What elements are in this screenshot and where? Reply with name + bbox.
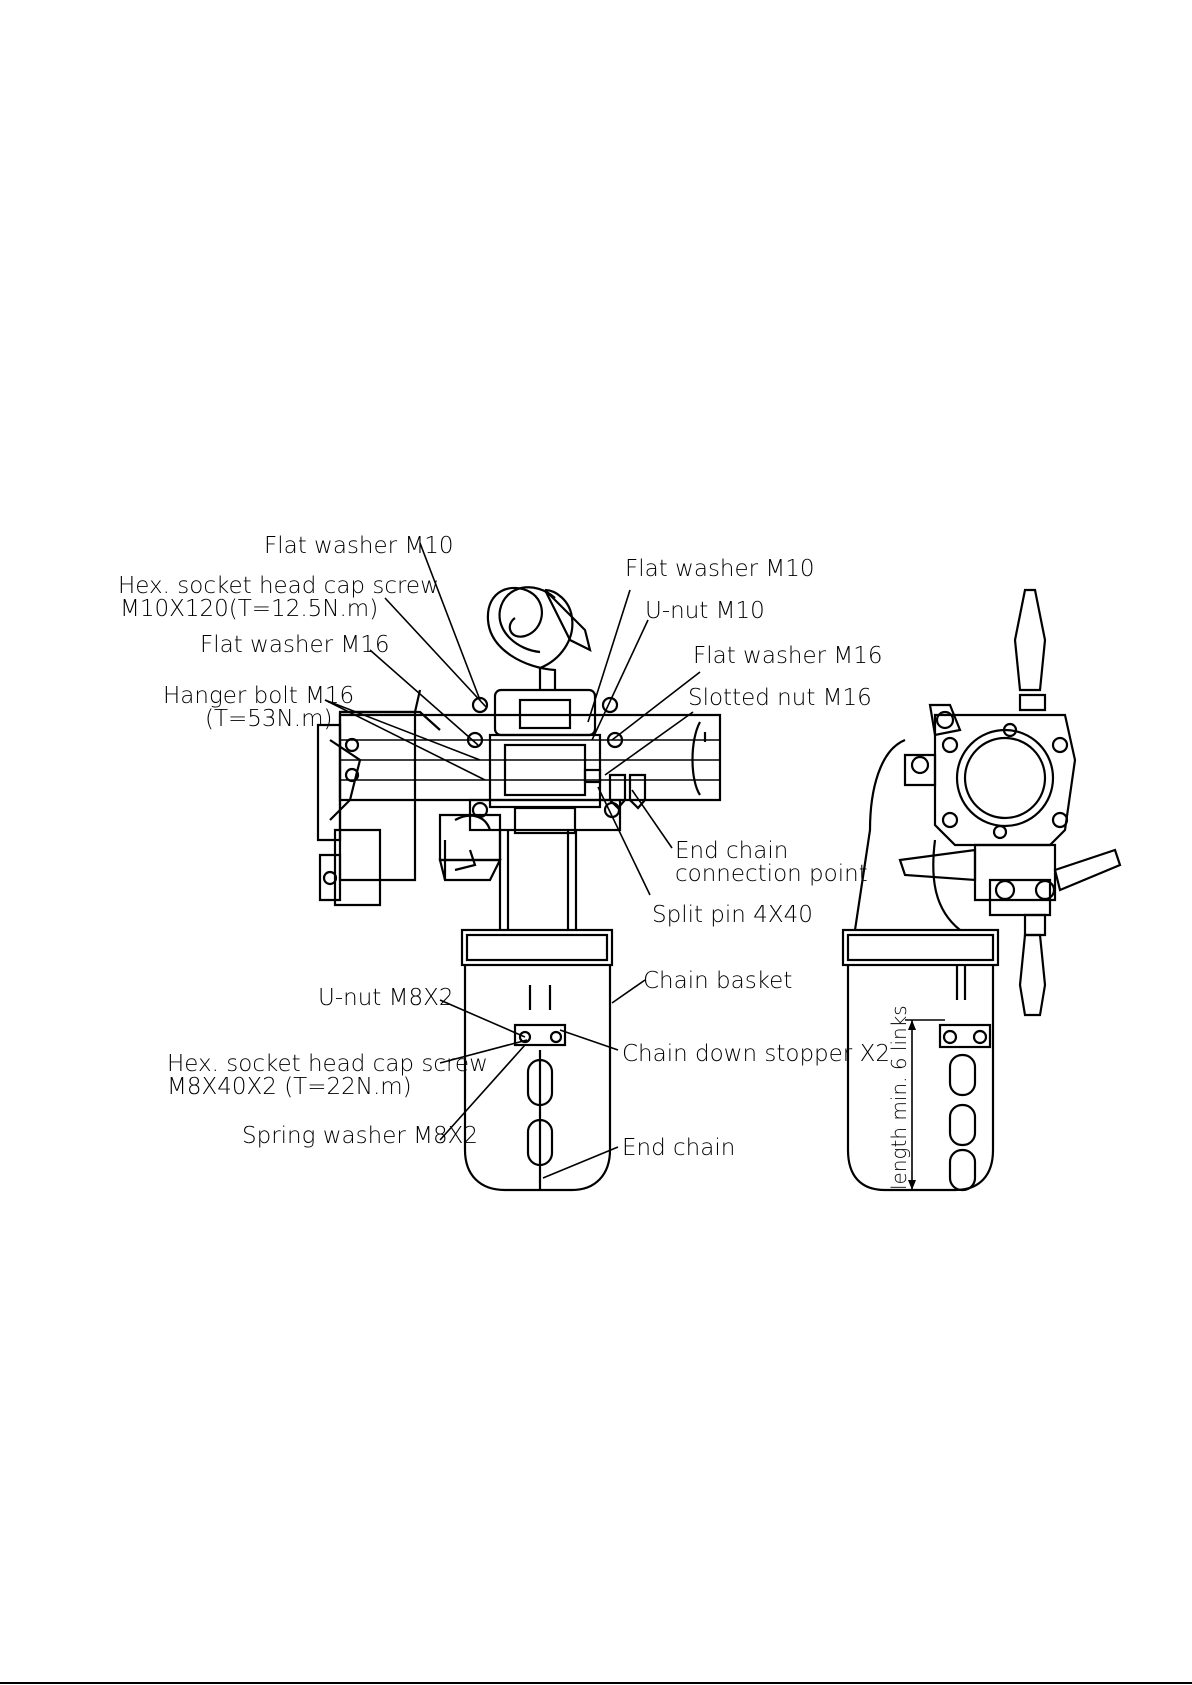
label-flat-washer-m10-left: Flat washer M10 — [264, 533, 454, 559]
label-hanger-bolt-line2: (T=53N.m) — [205, 706, 332, 732]
callout-labels: Flat washer M10 Hex. socket head cap scr… — [118, 533, 911, 1190]
front-view — [316, 586, 722, 1192]
label-flat-washer-m16-left: Flat washer M16 — [200, 632, 390, 658]
label-length-min: length min. 6 links — [887, 1005, 911, 1190]
label-split-pin: Split pin 4X40 — [652, 902, 813, 928]
label-end-chain-connection-line2: connection point — [675, 861, 868, 887]
label-hex-screw-m8-line1: Hex. socket head cap screw — [167, 1051, 488, 1077]
label-hex-screw-m8-line2: M8X40X2 (T=22N.m) — [167, 1074, 412, 1100]
label-hanger-bolt-line1: Hanger bolt M16 — [163, 683, 354, 709]
hook — [486, 586, 592, 690]
label-hex-screw-m10-line1: Hex. socket head cap screw — [118, 573, 439, 599]
label-spring-washer-m8: Spring washer M8X2 — [242, 1123, 478, 1149]
label-hex-screw-m10-line2: M10X120(T=12.5N.m) — [120, 596, 378, 622]
label-chain-basket: Chain basket — [643, 968, 792, 994]
label-slotted-nut-m16: Slotted nut M16 — [688, 685, 872, 711]
label-u-nut-m8: U-nut M8X2 — [318, 985, 453, 1011]
front-chain — [513, 985, 567, 1190]
label-flat-washer-m16-right: Flat washer M16 — [693, 643, 883, 669]
label-flat-washer-m10-right: Flat washer M10 — [625, 556, 815, 582]
side-view — [841, 588, 1122, 1192]
label-u-nut-m10: U-nut M10 — [645, 598, 765, 624]
leader-lines — [324, 542, 701, 1179]
label-end-chain-connection-line1: End chain — [675, 838, 788, 864]
label-end-chain: End chain — [622, 1135, 735, 1161]
label-chain-down-stopper: Chain down stopper X2 — [622, 1041, 890, 1067]
